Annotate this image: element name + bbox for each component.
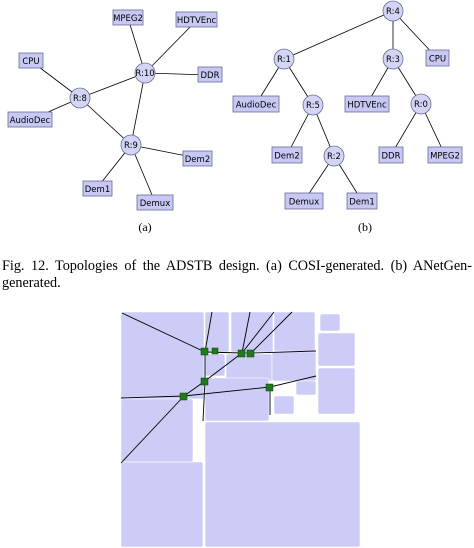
floorplan-router — [246, 349, 255, 358]
svg-text:R:2: R:2 — [327, 152, 341, 162]
block-11 — [317, 367, 356, 415]
router-r0: R:0 — [410, 93, 432, 115]
core-dem2: Dem2 — [182, 150, 213, 167]
svg-text:MPEG2: MPEG2 — [113, 14, 143, 24]
svg-text:R:0: R:0 — [414, 100, 428, 110]
svg-text:Dem1: Dem1 — [349, 198, 374, 208]
router-r9: R:9 — [120, 134, 142, 156]
core-ddr-b: DDR — [378, 146, 404, 164]
block-4 — [230, 311, 274, 353]
core-ddr: DDR — [197, 66, 223, 83]
svg-text:AudioDec: AudioDec — [236, 101, 277, 111]
block-10 — [271, 351, 317, 382]
core-demux: Demux — [136, 194, 174, 211]
block-2 — [120, 398, 194, 463]
cosi-topology: CPU AudioDec MPEG2 HDTVEnc DDR Dem2 Dem1 — [7, 9, 223, 234]
router-r1: R:1 — [273, 48, 295, 70]
svg-text:R:5: R:5 — [306, 101, 320, 111]
block-13 — [273, 395, 295, 415]
core-mpeg2: MPEG2 — [112, 9, 144, 26]
svg-text:Dem2: Dem2 — [185, 155, 210, 165]
core-dem1-b: Dem1 — [346, 192, 378, 210]
core-demux-b: Demux — [284, 192, 324, 210]
router-r2: R:2 — [323, 145, 345, 167]
svg-text:Demux: Demux — [140, 199, 170, 209]
svg-text:HDTVEnc: HDTVEnc — [177, 16, 217, 26]
figure-caption: Fig. 12. Topologies of the ADSTB design.… — [2, 258, 472, 291]
router-r3: R:3 — [382, 48, 404, 70]
core-dem1: Dem1 — [82, 180, 113, 197]
core-audiodec: AudioDec — [7, 111, 53, 128]
svg-text:CPU: CPU — [22, 57, 39, 67]
svg-text:HDTVEnc: HDTVEnc — [347, 101, 387, 111]
router-r10: R:10 — [134, 62, 156, 84]
block-14 — [295, 380, 317, 396]
svg-text:Dem1: Dem1 — [85, 185, 110, 195]
floorplan-router — [179, 392, 188, 401]
svg-text:Demux: Demux — [289, 198, 319, 208]
floorplan-blocks — [120, 311, 361, 548]
block-8 — [204, 353, 226, 377]
block-1 — [120, 311, 205, 400]
svg-text:R:9: R:9 — [124, 141, 138, 151]
block-9 — [225, 353, 273, 382]
router-r5: R:5 — [302, 94, 324, 116]
block-16 — [204, 421, 361, 548]
block-15 — [120, 461, 204, 548]
block-6 — [319, 313, 341, 332]
block-12 — [204, 377, 270, 422]
floorplan-router — [200, 377, 209, 386]
anetgen-topology: CPU AudioDec HDTVEnc Dem2 DDR MPEG2 Demu… — [232, 0, 463, 234]
core-mpeg2-b: MPEG2 — [427, 146, 463, 164]
svg-text:CPU: CPU — [429, 55, 446, 65]
floorplan — [120, 311, 361, 548]
floorplan-router — [200, 347, 209, 356]
floorplan-router — [237, 349, 246, 358]
svg-text:R:1: R:1 — [277, 55, 291, 65]
floorplan-router — [265, 383, 274, 392]
core-cpu: CPU — [18, 52, 44, 69]
svg-text:R:3: R:3 — [386, 55, 400, 65]
core-hdtvenc: HDTVEnc — [175, 11, 218, 28]
svg-text:R:4: R:4 — [386, 7, 400, 17]
svg-text:R:10: R:10 — [135, 69, 154, 79]
svg-text:R:8: R:8 — [73, 94, 87, 104]
subfigure-label-b: (b) — [358, 220, 372, 234]
router-r4: R:4 — [382, 0, 404, 22]
core-hdtvenc-b: HDTVEnc — [344, 95, 390, 113]
core-cpu-b: CPU — [425, 49, 450, 67]
svg-text:AudioDec: AudioDec — [10, 116, 51, 126]
cosi-links — [29, 17, 211, 203]
block-5 — [273, 311, 316, 352]
router-r8: R:8 — [69, 87, 91, 109]
svg-text:MPEG2: MPEG2 — [430, 152, 460, 162]
core-dem2-b: Dem2 — [271, 146, 303, 164]
svg-text:Dem2: Dem2 — [274, 152, 299, 162]
floorplan-router — [211, 347, 219, 355]
svg-text:DDR: DDR — [201, 71, 220, 81]
subfigure-label-a: (a) — [138, 220, 151, 234]
block-7 — [317, 332, 356, 367]
core-audiodec-b: AudioDec — [232, 95, 280, 113]
floorplan-routers — [179, 347, 274, 401]
svg-text:DDR: DDR — [382, 152, 401, 162]
